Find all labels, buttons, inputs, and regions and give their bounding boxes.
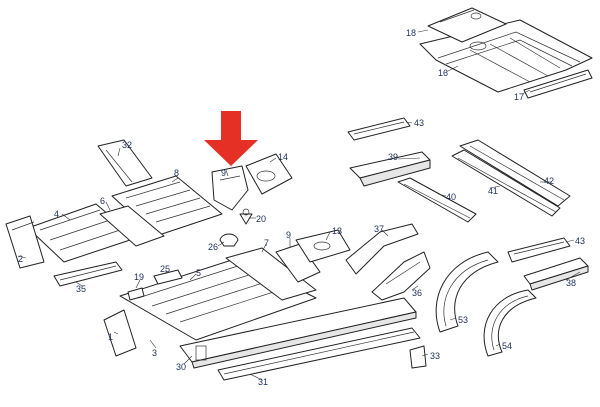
wheel-house-53: [435, 251, 499, 333]
label-8-visible: 8: [174, 168, 179, 178]
label-43-upper: 43: [414, 118, 424, 128]
label-9: 9: [286, 230, 291, 240]
label-36: 36: [412, 288, 422, 298]
label-7: 7: [264, 238, 269, 248]
label-43-lower: 43: [575, 236, 585, 246]
highlight-arrow: [204, 111, 258, 166]
part-20: [239, 213, 253, 225]
label-18: 18: [406, 28, 416, 38]
part-14: [245, 153, 293, 195]
label-32: 33: [430, 351, 440, 361]
panel-36: [371, 251, 431, 301]
part-1: [103, 309, 137, 357]
part-labels: 18 16 17 43 39 40 41 42 43 38 53 54 36 3…: [18, 28, 585, 387]
wheel-houses: [435, 251, 537, 357]
highlighted-assembly: [211, 153, 293, 247]
part-25: [153, 269, 183, 285]
label-54: 54: [502, 341, 512, 351]
sill-39-face: [359, 159, 431, 187]
part-10: [211, 165, 249, 211]
part-7: [225, 247, 317, 301]
part-2: [5, 215, 45, 269]
label-13: 13: [332, 226, 342, 236]
panel-37: [345, 223, 419, 275]
label-42: 42: [544, 176, 554, 186]
part-33: [97, 139, 153, 187]
label-10: 9: [221, 168, 226, 178]
lower-sill-group: [507, 237, 589, 291]
inner-panels: [345, 223, 431, 301]
label-2: 2: [18, 254, 23, 264]
label-38: 38: [566, 278, 576, 288]
leader-lines: [17, 29, 581, 381]
label-1: 1: [108, 332, 113, 342]
red-arrow-icon: [204, 111, 258, 166]
sill-43-lower: [507, 237, 571, 263]
label-5: 5: [196, 268, 201, 278]
sill-43-upper: [347, 117, 411, 141]
label-35: 35: [76, 284, 86, 294]
sill-42: [459, 139, 571, 207]
front-floor-group: [5, 139, 223, 269]
label-14: 14: [278, 152, 288, 162]
rear-floor-assembly: [419, 7, 593, 99]
rocker-group: [179, 297, 427, 381]
label-39: 39: [388, 152, 398, 162]
label-3: 3: [152, 348, 157, 358]
label-33: 32: [122, 140, 132, 150]
label-16: 16: [438, 68, 448, 78]
tunnel-6: [99, 205, 165, 247]
part-13: [295, 229, 351, 263]
label-26: 26: [208, 242, 218, 252]
part-9: [275, 243, 321, 283]
part-19: [127, 287, 145, 301]
rocker-30-face: [191, 311, 417, 369]
center-floor-group: [53, 229, 351, 357]
sill-38-face: [529, 265, 589, 291]
label-4: 4: [54, 209, 59, 219]
label-41: 41: [488, 186, 498, 196]
label-30: 30: [176, 362, 186, 372]
bracket-32: [409, 345, 427, 369]
wheel-house-54: [483, 289, 537, 357]
label-31: 31: [258, 377, 268, 387]
part-35: [53, 261, 123, 287]
label-25: 25: [160, 264, 170, 274]
upper-sill-group: [347, 117, 571, 223]
rocker-31: [217, 327, 421, 381]
label-40: 40: [446, 192, 456, 202]
part-26: [219, 233, 239, 247]
label-6: 6: [100, 196, 105, 206]
rear-end-panel: [523, 69, 593, 99]
label-17: 17: [514, 92, 524, 102]
label-20: 20: [256, 214, 266, 224]
label-37: 37: [374, 224, 384, 234]
label-19: 19: [134, 272, 144, 282]
label-53: 53: [458, 315, 468, 325]
rear-floor-upper-panel: [427, 7, 507, 43]
